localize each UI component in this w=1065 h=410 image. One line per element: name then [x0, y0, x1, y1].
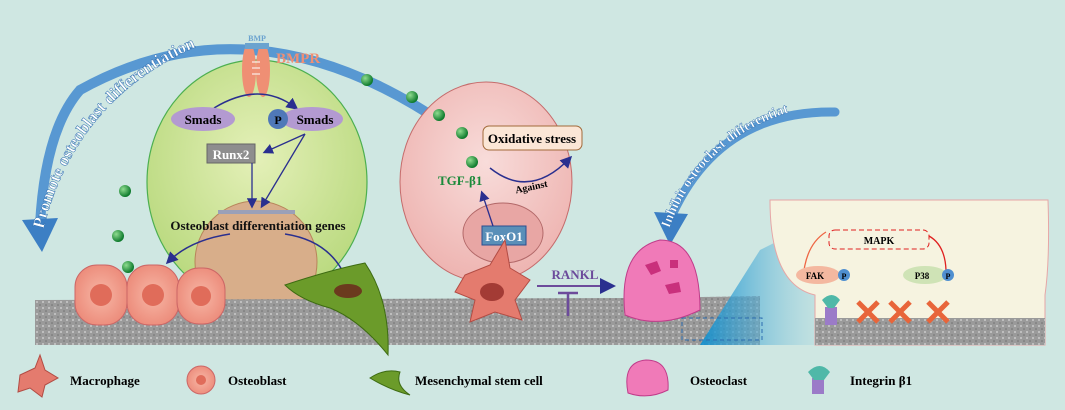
- legend-msc: Mesenchymal stem cell: [415, 373, 543, 388]
- legend-integrin: Integrin β1: [850, 373, 912, 388]
- inhibition-icon: [558, 291, 578, 316]
- osteoblasts: [74, 264, 226, 326]
- zoom-region: [681, 317, 763, 341]
- foxo1-arrow: [479, 190, 494, 227]
- inhibit-arrowhead-icon: [654, 212, 688, 245]
- promote-arrowhead-icon: [22, 218, 58, 252]
- smads-oval: [171, 107, 235, 131]
- to-osteoblast-arrow: [165, 233, 231, 265]
- inhibit-arc: [667, 107, 840, 220]
- p-smads-label: Smads: [297, 112, 334, 127]
- fak-label: FAK: [806, 271, 824, 281]
- integrin-receptors: [822, 295, 950, 325]
- tgf-beads: [112, 74, 478, 273]
- mapk-box: [828, 229, 930, 250]
- gene-strip: [218, 210, 295, 214]
- phosphate-icon: [268, 109, 288, 129]
- arrow-to-genes: [260, 133, 306, 209]
- runx2-label: Runx2: [213, 147, 250, 162]
- oxidative-stress-label: Oxidative stress: [488, 131, 576, 146]
- promote-arc: [35, 44, 465, 230]
- msc-nucleus: [334, 284, 362, 298]
- macrophage: [454, 238, 531, 323]
- against-arrow: [489, 155, 573, 183]
- phosphorylation-arrow: [213, 93, 299, 110]
- rankl-label: RANKL: [552, 267, 599, 282]
- osteoclast-nuclei: [645, 260, 681, 294]
- p38-label: P38: [915, 271, 930, 281]
- p-smads-oval: [281, 107, 343, 131]
- phosphate-label: P: [274, 113, 281, 127]
- macrophage-nucleus: [480, 283, 504, 301]
- mesenchymal-stem-cell: [284, 262, 389, 357]
- legend-osteoclast: Osteoclast: [690, 373, 748, 388]
- bmp-label: BMP: [248, 34, 266, 43]
- fak-phosphate-icon: [838, 269, 850, 281]
- tgf-label: TGF-β1: [438, 173, 482, 188]
- arrow-to-runx2: [262, 133, 306, 154]
- bmpr-receptor: [242, 43, 270, 97]
- legend-integrin-icon: [812, 378, 824, 394]
- from-msc-line: [284, 233, 343, 271]
- p38-oval: [903, 266, 947, 284]
- fak-oval: [796, 266, 840, 284]
- foxo1-label: FoxO1: [485, 229, 523, 244]
- smads-label: Smads: [185, 112, 222, 127]
- genes-label: Osteoblast differentiation genes: [170, 218, 345, 233]
- oxidative-stress-box: [482, 125, 583, 151]
- legend-osteoclast-icon: [626, 359, 669, 397]
- p38-p-label: P: [946, 272, 951, 281]
- legend-macrophage: Macrophage: [70, 373, 140, 388]
- legend-msc-icon: [369, 370, 411, 396]
- bmpr-label: BMPR: [276, 51, 320, 67]
- legend-osteoblast: Osteoblast: [228, 373, 287, 388]
- runx2-box: [206, 143, 256, 164]
- legend: Macrophage Osteoblast Mesenchymal stem c…: [17, 353, 912, 398]
- p38-phosphate-icon: [942, 269, 954, 281]
- legend-macrophage-icon: [17, 353, 60, 398]
- osteoclast: [623, 239, 701, 322]
- fak-p-label: P: [842, 272, 847, 281]
- mapk-inhibit-p38: [928, 235, 947, 271]
- mapk-label: MAPK: [864, 236, 895, 247]
